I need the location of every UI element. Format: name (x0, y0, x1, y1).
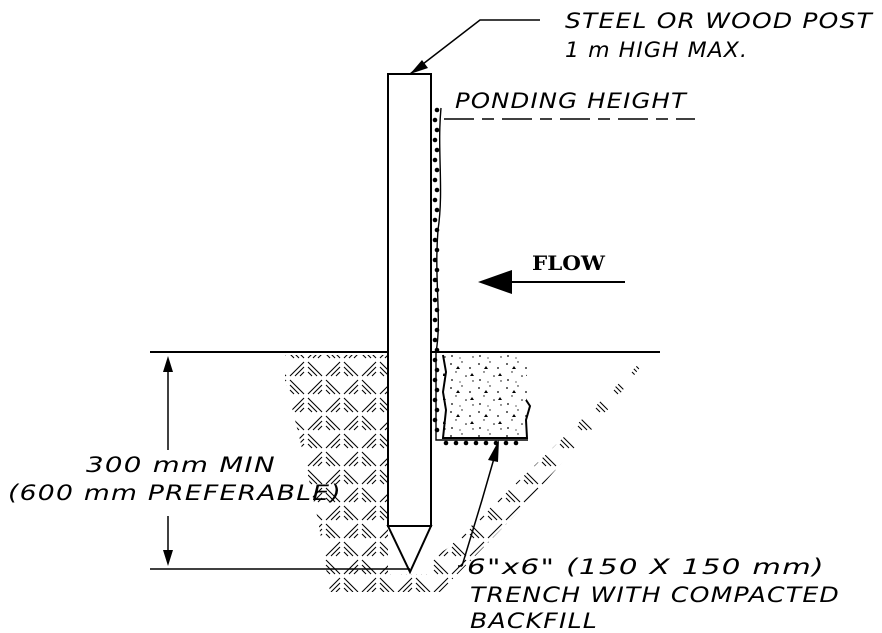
trench-backfill (443, 355, 527, 438)
fabric-dot (434, 107, 440, 113)
post-leader (409, 19, 540, 75)
fabric-dot (434, 347, 440, 353)
fabric-dot (443, 440, 449, 446)
fabric-dot (434, 147, 440, 153)
trench-label-line3: BACKFILL (470, 609, 598, 633)
fabric-dot (434, 247, 440, 253)
trench-label-line2: TRENCH WITH COMPACTED (470, 583, 840, 607)
post-label-line1: STEEL OR WOOD POST (565, 9, 874, 33)
fabric-dot (432, 157, 438, 163)
soil-hatch-region (285, 355, 648, 592)
post-label-line2: 1 m HIGH MAX. (565, 38, 748, 62)
fabric-dot (432, 117, 438, 123)
fabric-dot (434, 227, 440, 233)
fabric-dot (473, 440, 479, 446)
fabric-dot (483, 440, 489, 446)
fabric-dot (434, 287, 440, 293)
trench-outline (441, 354, 532, 439)
fabric-dot (503, 440, 509, 446)
flow-label: FLOW (532, 251, 606, 275)
trench-leader (458, 440, 499, 567)
fabric-dot (432, 197, 438, 203)
fabric-dot (432, 417, 438, 423)
fabric-dot (432, 297, 438, 303)
fabric-dot (434, 167, 440, 173)
fabric-dot (434, 127, 440, 133)
trench-label-line1: 6"x6" (150 X 150 mm) (467, 555, 825, 579)
fabric-dot (432, 137, 438, 143)
fabric-dot (434, 407, 440, 413)
fabric-dot (434, 267, 440, 273)
fabric-dot (432, 237, 438, 243)
fabric-dot (434, 367, 440, 373)
fabric-dot (434, 187, 440, 193)
post (386, 73, 433, 575)
depth-label-line1: 300 mm MIN (86, 453, 276, 477)
ponding-height-label: PONDING HEIGHT (455, 89, 688, 113)
fabric-dot (432, 317, 438, 323)
fabric-dot (432, 257, 438, 263)
fabric-dot (513, 440, 519, 446)
depth-dimension (150, 356, 410, 570)
fabric-dot (434, 427, 440, 433)
fabric-dot (432, 277, 438, 283)
fabric-dot (432, 217, 438, 223)
fabric-dot (432, 397, 438, 403)
flow-arrow (478, 270, 625, 294)
fabric-dot (463, 440, 469, 446)
fabric-dot (432, 337, 438, 343)
fabric-dot (434, 327, 440, 333)
fabric-dot (434, 207, 440, 213)
fabric-dot (434, 307, 440, 313)
fabric-dot (434, 387, 440, 393)
fabric-dot (453, 440, 459, 446)
depth-label-line2: (600 mm PREFERABLE) (8, 481, 342, 505)
fabric-dot (432, 357, 438, 363)
fabric-dot (432, 177, 438, 183)
fabric-dot (432, 377, 438, 383)
